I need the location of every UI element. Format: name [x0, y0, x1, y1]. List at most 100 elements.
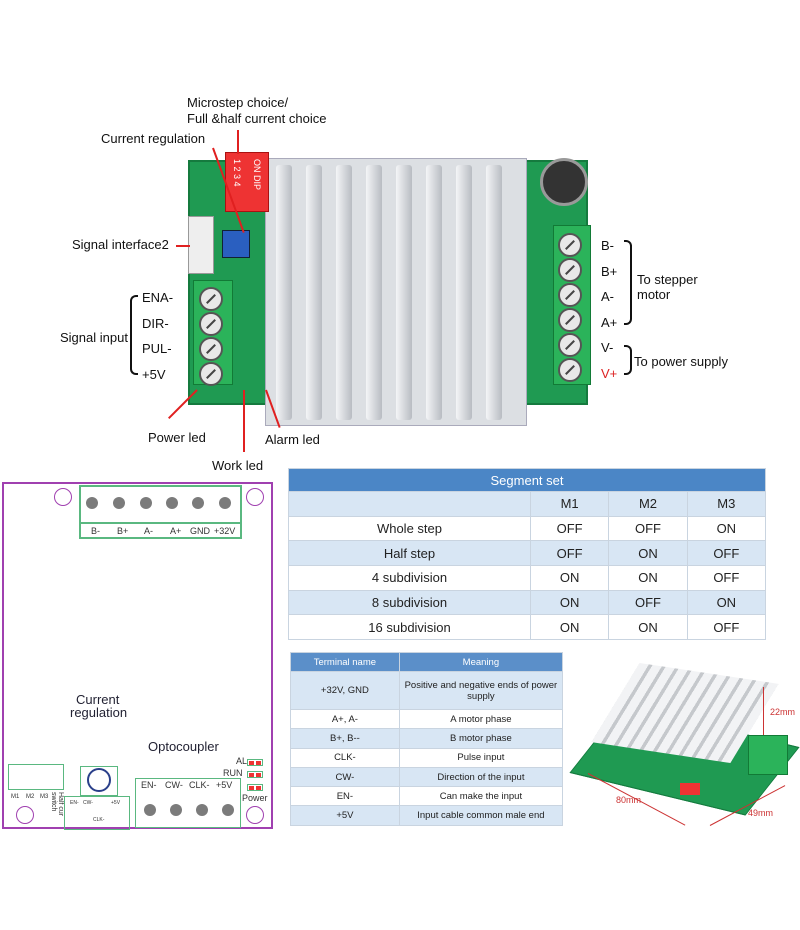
- photo-labels-inputs-3: +5V: [142, 367, 166, 382]
- table-row: B+, B--B motor phase: [290, 728, 564, 749]
- schematic-dip-labels-2: M3: [40, 794, 49, 800]
- photo-labels-outputs-2: A-: [601, 289, 614, 304]
- chip: [8, 764, 64, 790]
- terminal-table-rows-3-1: Pulse input: [398, 747, 564, 768]
- screw-terminal: [199, 362, 223, 386]
- schematic-opto-terminals-0: EN-: [141, 780, 157, 790]
- schematic-opto-terminals-1: CW-: [165, 780, 183, 790]
- screw-terminal: [558, 308, 582, 332]
- heatsink-fin: [276, 165, 292, 420]
- terminal-table-rows-2-1: B motor phase: [398, 728, 564, 749]
- terminal-table-rows-1-1: A motor phase: [398, 708, 564, 730]
- pointer-arrow: [243, 390, 245, 452]
- photo-labels-to-stepper-motor: To stepper motor: [637, 272, 698, 302]
- photo-labels-dip-numbers: 1 2 3 4: [232, 159, 242, 187]
- segment-table-rows-4-0: 16 subdivision: [288, 614, 531, 641]
- photo-labels-outputs-1: B+: [601, 264, 618, 279]
- small-signal-block: [64, 796, 130, 830]
- segment-table-columns-2: M2: [608, 491, 688, 517]
- photo-labels-outputs-0: B-: [601, 238, 614, 253]
- heatsink-fin: [396, 165, 412, 420]
- schematic-small-terminals-3: CLK-: [93, 817, 105, 823]
- schematic-top-terminals-1: B+: [117, 526, 129, 536]
- terminal-table-rows-4-0: CW-: [290, 766, 400, 788]
- terminal-dot: [192, 497, 204, 509]
- abs: [763, 687, 764, 735]
- abs: [81, 522, 240, 524]
- segment-table-columns-0: [288, 491, 531, 517]
- schematic-small-terminals-1: CW-: [83, 800, 93, 806]
- segment-table-rows-2-3: OFF: [686, 565, 767, 591]
- photo-labels-current-regulation: Current regulation: [101, 131, 206, 146]
- segment-table-rows-3-0: 8 subdivision: [288, 589, 531, 616]
- heatsink-fin: [456, 165, 472, 420]
- schematic-diagram: B- B+ A- A+ GND +32V Current regulation …: [2, 482, 273, 830]
- heatsink: [265, 158, 527, 426]
- heatsink-fin: [426, 165, 442, 420]
- terminal-dot: [222, 804, 234, 816]
- opto-terminal-block: [135, 778, 241, 828]
- terminal-table-columns-0: Terminal name: [290, 652, 400, 672]
- segment-table-rows-1-1: OFF: [529, 540, 610, 567]
- photo-labels-inputs-1: DIR-: [142, 316, 169, 331]
- mounting-hole: [246, 488, 264, 506]
- segment-table-columns-3: M3: [686, 491, 767, 517]
- photo-labels-signal-interface2: Signal interface2: [72, 237, 169, 252]
- potentiometer: [222, 230, 250, 258]
- segment-table-rows-4-1: ON: [529, 614, 610, 641]
- photo-labels-alarm-led: Alarm led: [265, 432, 320, 447]
- motor-brace: [624, 240, 632, 325]
- dip-switch: [680, 783, 700, 795]
- pointer-arrow: [237, 130, 239, 154]
- terminal-table-rows-5-0: EN-: [290, 786, 400, 807]
- heatsink-fin: [366, 165, 382, 420]
- schematic-half-current: Half cur switch: [50, 792, 64, 817]
- capacitor: [540, 158, 588, 206]
- schematic-dip-labels-1: M2: [26, 794, 35, 800]
- photo-labels-power-led: Power led: [148, 430, 206, 445]
- terminal-table-rows-0-0: +32V, GND: [290, 671, 400, 710]
- segment-table-rows-4-3: OFF: [686, 614, 767, 641]
- dimension-photo: 22mm 80mm 49mm: [569, 655, 800, 830]
- mounting-hole: [246, 806, 264, 824]
- segment-table-rows-3-1: ON: [529, 589, 610, 616]
- led-indicator: [247, 759, 263, 766]
- schematic-current-regulation2: regulation: [70, 705, 128, 720]
- segment-table-rows-1-2: ON: [608, 540, 688, 567]
- screw-terminal: [558, 258, 582, 282]
- segment-table-rows-0-1: OFF: [529, 515, 610, 542]
- screw-terminal: [199, 287, 223, 311]
- table-row: EN-Can make the input: [290, 786, 564, 807]
- table-row: A+, A-A motor phase: [290, 708, 564, 730]
- schematic-top-terminals-5: +32V: [214, 526, 236, 536]
- signal-connector: [188, 216, 214, 274]
- terminal-table-rows-1-0: A+, A-: [290, 708, 400, 730]
- terminal-dot: [113, 497, 125, 509]
- led-indicator: [247, 784, 263, 791]
- screw-terminal: [199, 312, 223, 336]
- segment-table-title: Segment set: [288, 468, 766, 492]
- schematic-small-terminals-2: +5V: [111, 800, 121, 806]
- schematic-opto-terminals-2: CLK-: [189, 780, 210, 790]
- terminal-table-rows-3-0: CLK-: [290, 747, 400, 768]
- photo-labels-outputs-5: V+: [601, 366, 618, 381]
- terminal-dot: [219, 497, 231, 509]
- terminal-dot: [170, 804, 182, 816]
- schematic-top-terminals-3: A+: [170, 526, 182, 536]
- screw-terminal: [558, 358, 582, 382]
- pointer-arrow: [176, 245, 190, 247]
- schematic-leds-2: Power: [242, 793, 268, 803]
- terminal-block: [748, 735, 788, 775]
- schematic-top-terminals-0: B-: [91, 526, 100, 536]
- dimensions-width: 49mm: [748, 808, 774, 818]
- led-indicator: [247, 771, 263, 778]
- terminal-table-columns-1: Meaning: [398, 652, 564, 672]
